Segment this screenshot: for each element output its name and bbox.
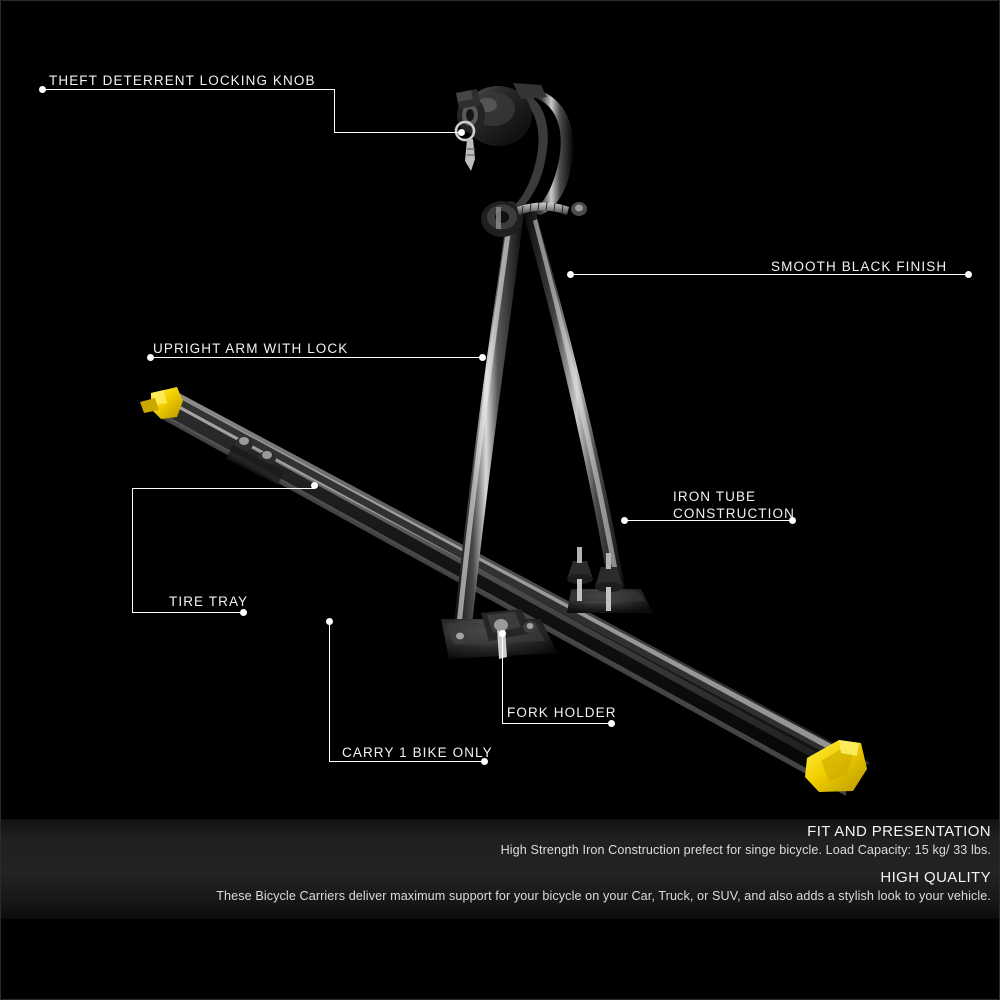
feature-body: These Bicycle Carriers deliver maximum s… — [216, 889, 991, 903]
adjustment-knob — [481, 201, 587, 237]
rear-leg-tube — [522, 206, 627, 601]
callout-label-carry-1-bike-only: CARRY 1 BIKE ONLY — [342, 745, 493, 760]
feature-text-block: FIT AND PRESENTATION High Strength Iron … — [1, 823, 999, 903]
callout-label-theft-deterrent-locking-knob: THEFT DETERRENT LOCKING KNOB — [49, 73, 316, 88]
feature-fit-and-presentation: FIT AND PRESENTATION High Strength Iron … — [1, 823, 991, 857]
thumb-screw-right — [595, 553, 623, 611]
callout-dot-end — [240, 609, 247, 616]
callout-dot-target — [458, 129, 465, 136]
tire-tray-rail — [161, 393, 871, 796]
rear-leg-base — [567, 547, 653, 613]
callout-label-fork-holder: FORK HOLDER — [507, 705, 617, 720]
callout-dot-left — [39, 86, 46, 93]
callout-label-smooth-black-finish: SMOOTH BLACK FINISH — [771, 259, 948, 274]
callout-label-tire-tray: TIRE TRAY — [169, 594, 249, 609]
locking-knob-assembly — [454, 83, 574, 215]
callout-line-vertical — [329, 621, 331, 762]
feature-body: High Strength Iron Construction prefect … — [500, 843, 991, 857]
callout-line-horizontal — [625, 520, 793, 522]
feature-title: HIGH QUALITY — [880, 869, 991, 886]
callout-line-vertical — [502, 634, 504, 724]
callout-dot-target — [567, 271, 574, 278]
callout-line-vertical — [132, 488, 134, 613]
callout-dot-target — [621, 517, 628, 524]
feature-band-background — [1, 819, 999, 919]
callout-line-horizontal — [43, 89, 335, 91]
upright-arm-tube — [453, 201, 525, 635]
callout-line-horizontal — [329, 761, 484, 763]
callout-dot-target — [479, 354, 486, 361]
callout-line-horizontal — [502, 723, 612, 725]
callout-dot-end — [789, 517, 796, 524]
callout-dot-left — [147, 354, 154, 361]
callout-dot-end — [608, 720, 615, 727]
callout-dot-end — [481, 758, 488, 765]
callout-dot-target — [499, 630, 506, 637]
thumb-screw-left — [567, 547, 593, 601]
callout-line-horizontal — [151, 357, 483, 359]
callout-dot-end — [965, 271, 972, 278]
callout-dot-target — [311, 482, 318, 489]
callout-line-horizontal-top — [132, 488, 314, 490]
callout-label-upright-arm-with-lock: UPRIGHT ARM WITH LOCK — [153, 341, 349, 356]
tray-end-cap-left — [140, 387, 183, 419]
feature-title: FIT AND PRESENTATION — [807, 823, 991, 840]
tray-end-cap-right — [805, 740, 867, 792]
callout-line-horizontal-2 — [334, 132, 462, 134]
callout-line-horizontal-bottom — [132, 612, 244, 614]
callout-label-iron-tube-construction: IRON TUBE CONSTRUCTION — [673, 489, 795, 521]
feature-high-quality: HIGH QUALITY These Bicycle Carriers deli… — [1, 869, 991, 903]
callout-line-vertical — [334, 89, 336, 133]
callout-dot-target — [326, 618, 333, 625]
callout-line-horizontal — [571, 274, 969, 276]
tray-bolts — [226, 437, 285, 485]
